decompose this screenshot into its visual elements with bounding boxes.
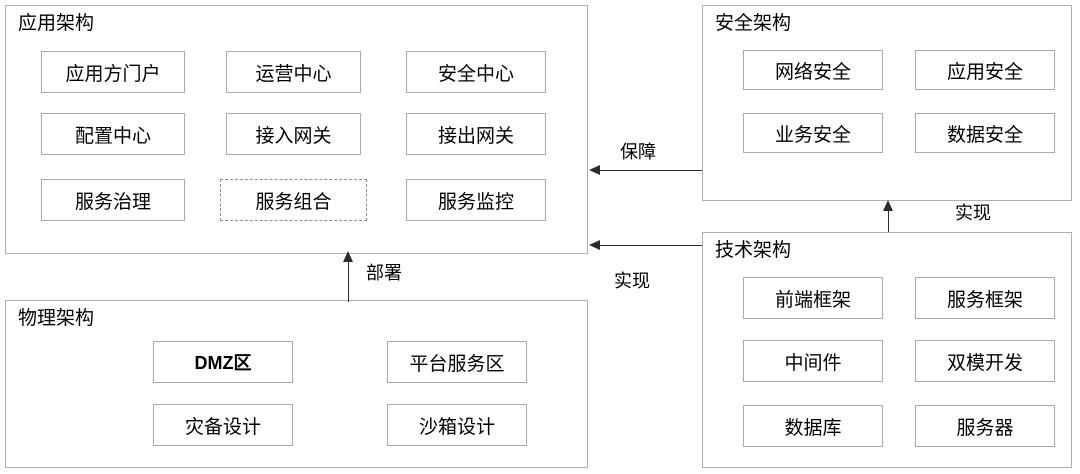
- edge-line-technology-to-security: [888, 206, 889, 232]
- edge-line-technology-to-application: [600, 245, 702, 246]
- node-disaster-recovery-design[interactable]: 灾备设计: [153, 404, 293, 446]
- node-application-portal[interactable]: 应用方门户: [41, 51, 185, 93]
- group-title-physical: 物理架构: [18, 308, 95, 329]
- node-egress-gateway[interactable]: 接出网关: [406, 113, 546, 155]
- edge-arrowhead-physical-to-application: [343, 251, 353, 262]
- edge-arrowhead-technology-to-security: [883, 200, 893, 211]
- group-application-architecture[interactable]: 应用架构 应用方门户 运营中心 安全中心 配置中心 接入网关 接出网关 服务治理…: [5, 5, 588, 254]
- group-technology-architecture[interactable]: 技术架构 前端框架 服务框架 中间件 双模开发 数据库 服务器: [702, 232, 1072, 468]
- node-sandbox-design[interactable]: 沙箱设计: [387, 404, 527, 446]
- node-business-security[interactable]: 业务安全: [743, 113, 883, 153]
- node-middleware[interactable]: 中间件: [743, 340, 883, 382]
- node-platform-service-zone[interactable]: 平台服务区: [387, 341, 527, 383]
- node-service-monitoring[interactable]: 服务监控: [406, 179, 546, 221]
- node-database[interactable]: 数据库: [743, 405, 883, 447]
- edge-line-physical-to-application: [348, 258, 349, 302]
- edge-arrowhead-technology-to-application: [589, 240, 600, 250]
- group-security-architecture[interactable]: 安全架构 网络安全 应用安全 业务安全 数据安全: [702, 5, 1072, 201]
- node-operation-center[interactable]: 运营中心: [226, 51, 361, 93]
- node-config-center[interactable]: 配置中心: [41, 113, 185, 155]
- group-physical-architecture[interactable]: 物理架构 DMZ区 平台服务区 灾备设计 沙箱设计: [5, 300, 588, 468]
- edge-arrowhead-security-to-application: [589, 165, 600, 175]
- group-title-security: 安全架构: [715, 13, 792, 34]
- node-ingress-gateway[interactable]: 接入网关: [226, 113, 361, 155]
- node-security-center[interactable]: 安全中心: [406, 51, 546, 93]
- edge-line-security-to-application: [600, 170, 702, 171]
- node-service-governance[interactable]: 服务治理: [41, 179, 185, 221]
- node-service-composition[interactable]: 服务组合: [220, 179, 367, 221]
- node-data-security[interactable]: 数据安全: [915, 113, 1055, 153]
- group-title-application: 应用架构: [18, 13, 95, 34]
- edge-label-physical-to-application: 部署: [366, 263, 402, 283]
- node-frontend-framework[interactable]: 前端框架: [743, 277, 883, 319]
- node-application-security[interactable]: 应用安全: [915, 50, 1055, 90]
- node-service-framework[interactable]: 服务框架: [915, 277, 1055, 319]
- node-dmz-zone[interactable]: DMZ区: [153, 341, 293, 383]
- node-network-security[interactable]: 网络安全: [743, 50, 883, 90]
- edge-label-technology-to-application: 实现: [614, 271, 650, 291]
- node-bimodal-development[interactable]: 双模开发: [915, 340, 1055, 382]
- group-title-technology: 技术架构: [715, 240, 792, 261]
- edge-label-technology-to-security: 实现: [955, 203, 991, 223]
- node-server[interactable]: 服务器: [915, 405, 1055, 447]
- edge-label-security-to-application: 保障: [620, 142, 656, 162]
